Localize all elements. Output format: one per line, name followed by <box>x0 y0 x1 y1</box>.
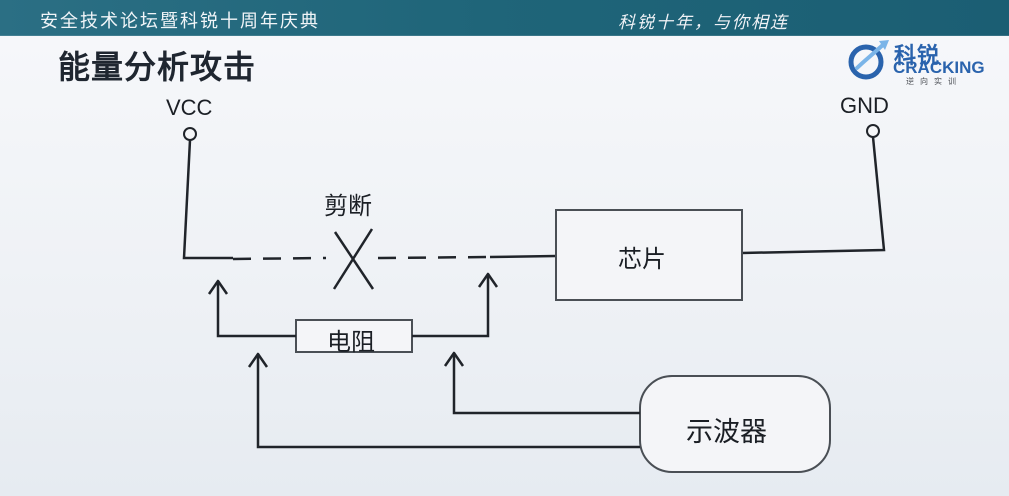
cut-mark-line-1 <box>333 231 375 290</box>
cut-label: 剪断 <box>324 192 372 220</box>
resistor-label: 电阻 <box>327 328 375 356</box>
banner-left-text: 安全技术论坛暨科锐十周年庆典 <box>40 11 320 32</box>
scope-probe-lower-arrow <box>247 352 269 368</box>
logo-subtext: 逆向实训 <box>906 77 962 86</box>
dashed-connection-left <box>232 256 327 261</box>
logo: 科锐 CRACKING 逆向实训 <box>846 38 996 86</box>
gnd-wire <box>741 136 886 255</box>
oscilloscope-label: 示波器 <box>686 417 767 448</box>
chip-box <box>555 209 743 301</box>
vcc-label: VCC <box>166 95 213 120</box>
scope-probe-upper-arrow <box>443 351 465 367</box>
page-title: 能量分析攻击 <box>58 48 257 86</box>
resistor-left-arrow <box>207 279 229 295</box>
vcc-terminal <box>183 127 197 141</box>
resistor-right-arrow <box>477 272 499 288</box>
logo-icon <box>848 40 889 80</box>
resistor-box <box>295 319 413 353</box>
resistor-left-lead <box>216 283 296 338</box>
logo-swoosh <box>855 41 887 70</box>
banner-right-text: 科锐十年，与你相连 <box>618 13 789 33</box>
cut-mark-line-2 <box>332 228 374 290</box>
vcc-wire <box>182 139 233 260</box>
logo-en-text: CRACKING <box>893 58 985 77</box>
dashed-connection-right <box>377 255 491 260</box>
gnd-label: GND <box>840 93 889 118</box>
scope-probe-lower <box>256 355 640 449</box>
logo-ring <box>848 44 884 80</box>
chip-label: 芯片 <box>618 245 666 273</box>
resistor-right-lead <box>412 275 490 338</box>
logo-cn-text: 科锐 <box>894 44 941 69</box>
scope-probe-upper <box>452 354 640 415</box>
top-banner: 安全技术论坛暨科锐十周年庆典 科锐十年，与你相连 <box>0 0 1009 36</box>
logo-arrowhead <box>879 40 889 50</box>
chip-input-wire <box>489 254 557 259</box>
gnd-terminal <box>866 124 880 138</box>
oscilloscope-box <box>639 375 831 473</box>
